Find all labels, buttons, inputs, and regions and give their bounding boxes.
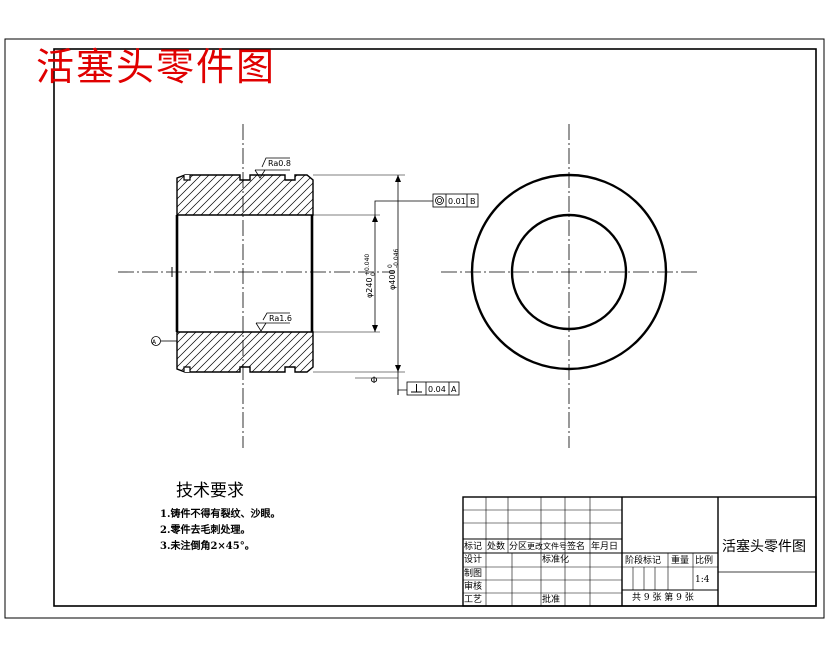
perpendicularity-frame <box>406 381 460 396</box>
tb-part-name: 活塞头零件图 <box>722 539 806 555</box>
end-view <box>441 124 697 448</box>
tech-requirement-3: 3.未注倒角2×45°。 <box>160 541 255 552</box>
sheet-inner-border <box>53 48 817 607</box>
tb-weight: 重量 <box>671 556 690 566</box>
tb-header-sign: 签名 <box>567 542 586 552</box>
roughness-symbol-bottom <box>255 312 290 332</box>
top-wall-section <box>176 174 314 216</box>
diameter-symbol: Φ <box>370 376 377 386</box>
tb-process: 工艺 <box>464 595 483 605</box>
tb-design: 设计 <box>464 555 483 565</box>
bottom-wall-section <box>176 331 314 373</box>
tb-header-change-doc: 更改文件号 <box>527 542 567 551</box>
outer-tolerance-upper: 0 <box>387 264 394 268</box>
concentricity-frame <box>432 193 479 208</box>
datum-a-label: A <box>152 339 157 346</box>
tech-requirements-heading: 技术要求 <box>176 481 244 501</box>
tb-scale-value: 1:4 <box>695 575 710 585</box>
tb-drafting: 制图 <box>464 569 483 579</box>
concentricity-value: 0.01 <box>448 197 466 206</box>
roughness-top-label: Ra0.8 <box>268 159 291 168</box>
outer-tolerance-lower: -0.046 <box>393 248 400 268</box>
sheet-outer-border <box>4 38 825 619</box>
inner-diameter-label: φ240 <box>365 277 374 298</box>
tech-requirement-1: 1.铸件不得有裂纹、沙眼。 <box>160 509 281 520</box>
title-block <box>462 496 817 607</box>
tb-sheets: 共 9 张 第 9 张 <box>632 593 694 603</box>
tb-header-mark: 标记 <box>464 542 483 552</box>
tb-header-date: 年月日 <box>591 542 619 552</box>
perpendicularity-icon <box>411 384 422 393</box>
section-view: Ra0.8 Ra1.6 A 0.01 B 0.04 A Φ φ240 +0.04… <box>118 124 479 448</box>
perpendicularity-value: 0.04 <box>428 385 446 394</box>
tech-requirements: 技术要求 1.铸件不得有裂纹、沙眼。 2.零件去毛刺处理。 3.未注倒角2×45… <box>160 476 280 555</box>
drawing-title: 活塞头零件图 <box>36 45 277 89</box>
tb-stage-mark: 阶段标记 <box>625 556 662 566</box>
inner-tolerance-lower: 0 <box>370 272 377 276</box>
tb-approve: 批准 <box>542 595 561 605</box>
tb-standardization: 标准化 <box>542 555 570 565</box>
inner-tolerance-upper: +0.040 <box>364 254 371 276</box>
tb-scale-label: 比例 <box>695 556 714 566</box>
concentricity-datum: B <box>470 197 476 206</box>
perpendicularity-datum: A <box>451 385 457 394</box>
concentricity-icon <box>435 196 444 205</box>
top-groove-left <box>183 175 191 181</box>
tb-header-count: 处数 <box>487 542 506 552</box>
datum-a-bubble <box>151 336 161 346</box>
roughness-symbol-top <box>254 157 290 179</box>
tb-review: 审核 <box>464 582 483 592</box>
tb-header-zone: 分区 <box>509 542 528 552</box>
tech-requirement-2: 2.零件去毛刺处理。 <box>160 525 251 536</box>
roughness-bottom-label: Ra1.6 <box>269 314 292 323</box>
outer-diameter-label: φ400 <box>388 269 397 290</box>
bottom-groove-left <box>183 366 191 372</box>
